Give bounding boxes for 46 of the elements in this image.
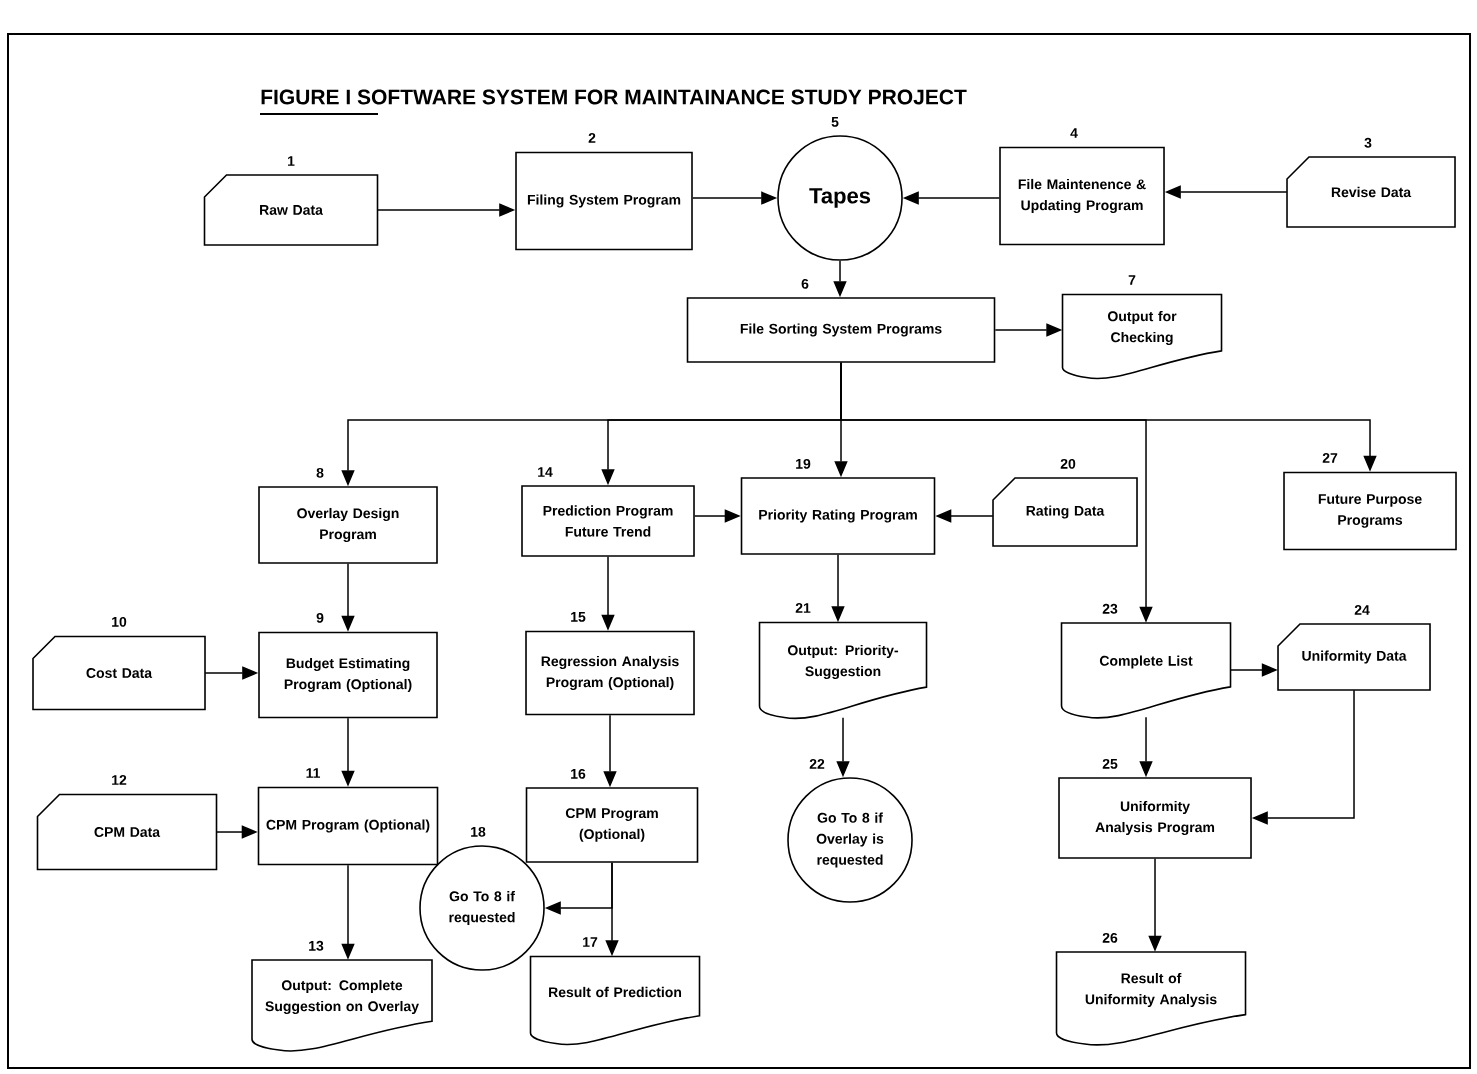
process-box: Regression Analysis Program (Optional) — [525, 630, 695, 716]
title: FIGURE I SOFTWARE SYSTEM FOR MAINTAINANCE STUDY PROJECT — [259, 89, 967, 115]
step-number: 7 — [1128, 275, 1136, 285]
process-box: Prediction Program Future Trend — [521, 485, 695, 557]
step-number: 19 — [796, 458, 811, 469]
step-number: 9 — [316, 612, 324, 623]
step-number: 11 — [306, 768, 320, 778]
step-number: 17 — [583, 937, 598, 947]
data-card: Raw Data — [203, 174, 379, 246]
data-card: Rating Data — [992, 477, 1138, 547]
process-box: File Maintenence & Updating Program — [999, 146, 1165, 246]
step-number: 3 — [1364, 137, 1372, 148]
process-box: CPM Program (Optional) — [525, 787, 699, 863]
process-box: Future Purpose Programs — [1283, 471, 1457, 551]
step-number: 23 — [1102, 603, 1118, 614]
data-card: Cost Data — [32, 635, 206, 711]
step-number: 18 — [471, 826, 486, 837]
step-number: 1 — [288, 156, 295, 166]
step-number: 20 — [1060, 458, 1076, 469]
step-number: 13 — [309, 940, 324, 951]
process-box: Priority Rating Program — [740, 477, 936, 555]
step-number: 14 — [538, 467, 553, 477]
step-number: 4 — [1070, 128, 1078, 138]
data-card: Uniformity Data — [1277, 623, 1431, 691]
step-number: 27 — [1322, 453, 1338, 463]
step-number: 21 — [795, 603, 811, 613]
step-number: 5 — [831, 117, 839, 127]
data-card: Revise Data — [1286, 156, 1456, 228]
step-number: 8 — [316, 467, 324, 478]
step-number: 22 — [809, 759, 825, 769]
process-box: CPM Program (Optional) — [257, 786, 439, 866]
step-number: 10 — [112, 616, 127, 627]
step-number: 15 — [571, 612, 586, 622]
step-number: 2 — [588, 133, 596, 143]
step-number: 26 — [1102, 932, 1118, 943]
step-number: 16 — [571, 768, 586, 779]
step-number: 12 — [112, 775, 127, 785]
step-number: 24 — [1354, 605, 1370, 615]
process-box: Overlay Design Program — [258, 486, 438, 564]
process-box: Uniformity Analysis Program — [1058, 777, 1252, 859]
step-number: 25 — [1102, 758, 1118, 769]
data-card: CPM Data — [36, 793, 218, 871]
step-number: 6 — [801, 278, 809, 289]
process-box: Budget Estimating Program (Optional) — [258, 631, 438, 719]
process-box: File Sorting System Programs — [686, 297, 996, 363]
process-box: Filing System Program — [515, 151, 693, 251]
